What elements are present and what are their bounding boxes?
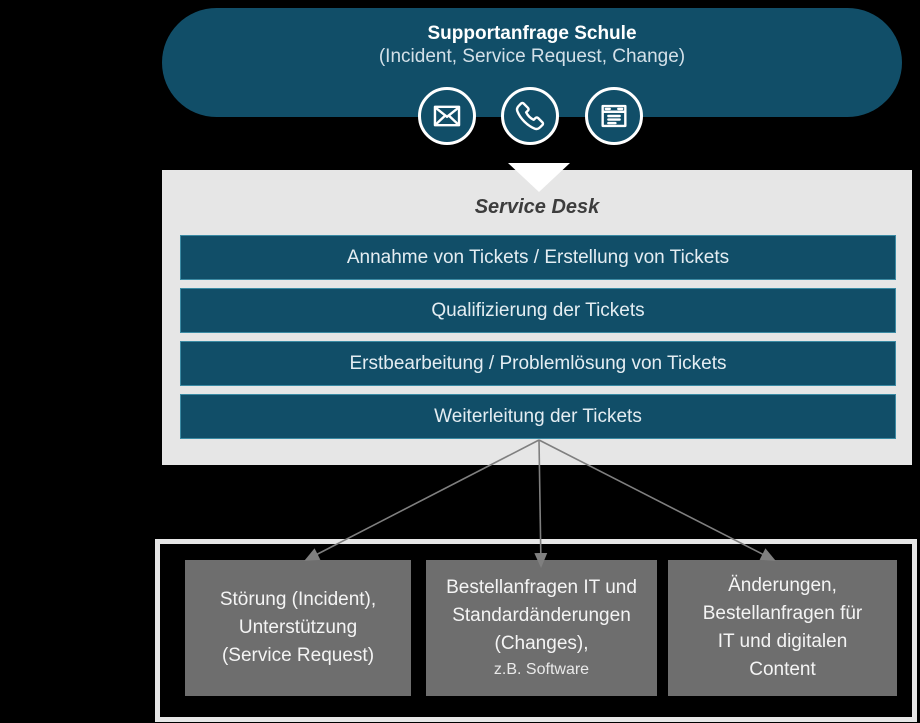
category-box-incident: Störung (Incident), Unterstützung (Servi… xyxy=(185,560,411,696)
service-desk-panel: Service Desk Annahme von Tickets / Erste… xyxy=(162,170,912,465)
connector-triangle-icon xyxy=(508,163,570,192)
category-line: Bestellanfragen für xyxy=(702,603,863,624)
category-line: Content xyxy=(749,659,816,680)
pill-title: Supportanfrage Schule xyxy=(427,23,637,44)
category-box-bestellanfragen: Bestellanfragen IT und Standardänderunge… xyxy=(426,560,657,696)
service-desk-bar-weiterleitung: Weiterleitung der Tickets xyxy=(180,394,896,439)
category-line: IT und digitalen xyxy=(717,631,848,652)
category-line: Standardänderungen xyxy=(452,605,631,626)
service-desk-bar-annahme: Annahme von Tickets / Erstellung von Tic… xyxy=(180,235,896,280)
service-desk-bar-qualifizierung: Qualifizierung der Tickets xyxy=(180,288,896,333)
service-desk-bar-erstbearbeitung: Erstbearbeitung / Problemlösung von Tick… xyxy=(180,341,896,386)
category-line: Änderungen, xyxy=(728,575,837,596)
category-line: (Service Request) xyxy=(221,645,375,666)
service-desk-title: Service Desk xyxy=(474,196,600,218)
mail-icon xyxy=(418,87,476,145)
category-line: (Changes), xyxy=(494,633,589,654)
category-line: Bestellanfragen IT und xyxy=(446,577,637,598)
category-note: z.B. Software xyxy=(493,661,590,678)
category-line: Störung (Incident), xyxy=(219,589,377,610)
webform-icon xyxy=(585,87,643,145)
category-box-aenderungen: Änderungen, Bestellanfragen für IT und d… xyxy=(668,560,897,696)
pill-subtitle: (Incident, Service Request, Change) xyxy=(378,46,686,67)
category-line: Unterstützung xyxy=(238,617,358,638)
phone-icon xyxy=(501,87,559,145)
